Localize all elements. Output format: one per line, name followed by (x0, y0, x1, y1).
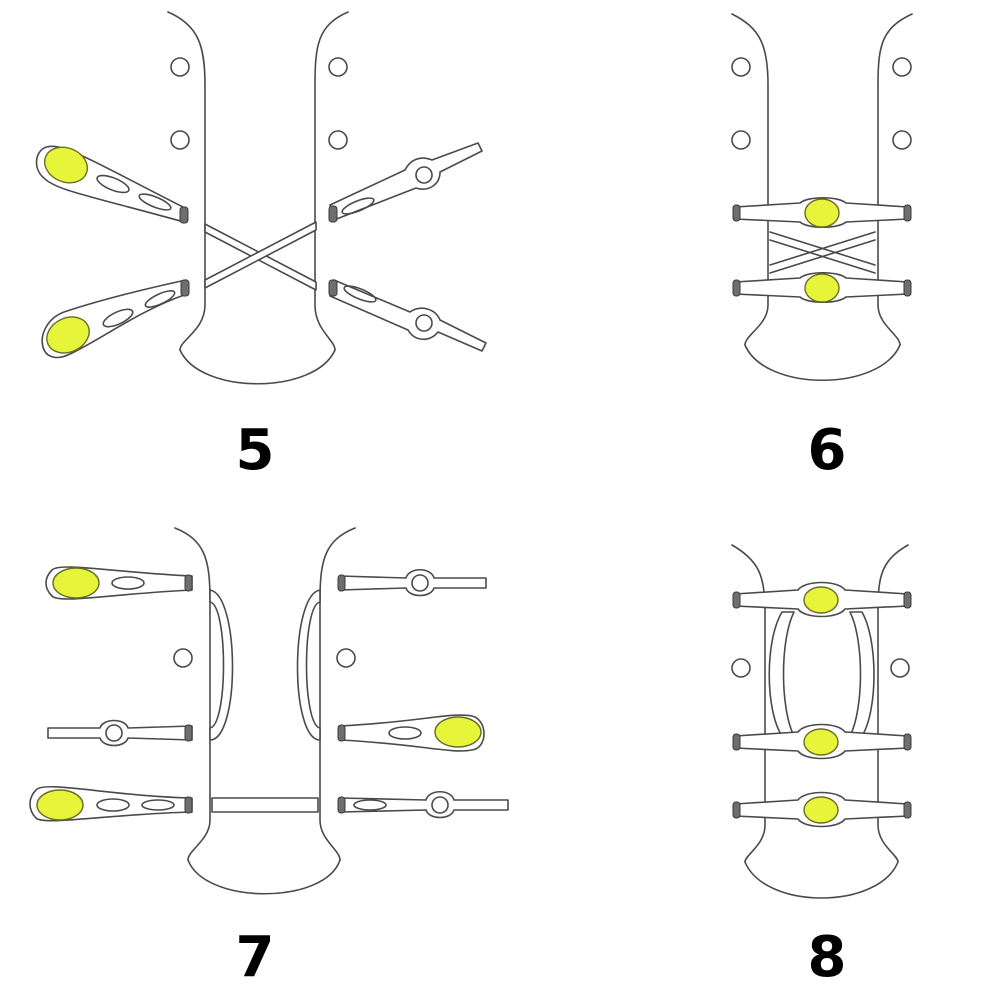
shoe-left-flap (731, 544, 766, 863)
eyelet-clip (180, 279, 190, 297)
shoe-right-flap (877, 13, 913, 346)
eyelet-clip (328, 205, 338, 223)
eyelet (731, 130, 751, 150)
lace-slot (102, 308, 134, 328)
side-loop (296, 589, 321, 741)
eyelet-clip (903, 733, 912, 751)
lace-slot (96, 798, 130, 812)
eyelet-clip (328, 279, 338, 297)
lace-hole (431, 796, 449, 814)
eyelet (328, 130, 348, 150)
eyelet-clip (903, 591, 912, 609)
lace-head-accent (43, 146, 89, 184)
eyelet-clip (732, 591, 741, 609)
shoe-right-flap (314, 11, 349, 351)
lace-head-accent (803, 728, 839, 756)
shoe-toe (744, 344, 901, 381)
shoe-toe (187, 859, 341, 895)
step-number-6: 6 (807, 418, 847, 483)
lace-head-accent (804, 273, 840, 303)
eyelet-clip (337, 796, 346, 814)
eyelet (170, 57, 190, 77)
lace-slot (388, 726, 422, 740)
eyelet (890, 658, 910, 678)
crossing-strap (769, 231, 876, 274)
eyelet-clip (184, 724, 193, 742)
step-number-8: 8 (807, 925, 847, 990)
lace-head-accent (36, 789, 84, 821)
eyelet (731, 658, 751, 678)
lace-head-accent (52, 567, 100, 599)
lace-slot (343, 285, 377, 303)
step-8-diagram (731, 544, 912, 899)
eyelet (173, 648, 193, 668)
lace-head-accent (434, 716, 482, 748)
lace-slot (138, 193, 172, 211)
shoe-left-flap (731, 13, 769, 346)
eyelet-clip (903, 204, 912, 222)
step-number-5: 5 (235, 418, 275, 483)
lace-slot (141, 799, 175, 811)
lace-head-accent (804, 198, 840, 228)
eyelet-clip (179, 206, 189, 224)
lace-head-accent (803, 796, 839, 824)
lace-head-accent (46, 316, 90, 354)
eyelet (336, 648, 356, 668)
eyelet-clip (337, 724, 346, 742)
lace-slot (353, 799, 387, 811)
lace-hole (411, 574, 429, 592)
lace-hole (415, 314, 433, 332)
eyelet-clip (337, 574, 346, 592)
lace-slot (111, 576, 145, 590)
lace-tail (329, 279, 487, 352)
lace-hole (415, 166, 433, 184)
shoe-right-flap (877, 544, 909, 863)
step-6-diagram (731, 13, 913, 381)
lace-slot (341, 197, 375, 215)
eyelet-clip (184, 796, 193, 814)
lace-head-accent (803, 586, 839, 614)
eyelet (892, 130, 912, 150)
lace-slot (144, 290, 176, 308)
lace-slot (96, 174, 130, 194)
shoe-toe (744, 861, 899, 899)
lace-hole (105, 724, 123, 742)
eyelet (170, 130, 190, 150)
eyelet-clip (184, 574, 193, 592)
eyelet-clip (732, 733, 741, 751)
side-loop (768, 611, 795, 737)
eyelet-clip (903, 279, 912, 297)
side-loop (209, 589, 234, 741)
lace-tail (329, 142, 483, 221)
eyelet (892, 57, 912, 77)
straight-strap (211, 797, 319, 813)
eyelet (731, 57, 751, 77)
step-number-7: 7 (235, 925, 275, 990)
eyelet-clip (732, 204, 741, 222)
crossing-strap (204, 221, 317, 289)
eyelet-clip (732, 801, 741, 819)
shoe-toe (179, 349, 336, 385)
step-5-diagram (35, 11, 487, 385)
eyelet-clip (903, 801, 912, 819)
side-loop (849, 611, 875, 737)
shoe-left-flap (167, 11, 206, 351)
lace-tail (339, 790, 509, 819)
eyelet-clip (732, 279, 741, 297)
eyelet (328, 57, 348, 77)
step-7-diagram (29, 527, 509, 895)
